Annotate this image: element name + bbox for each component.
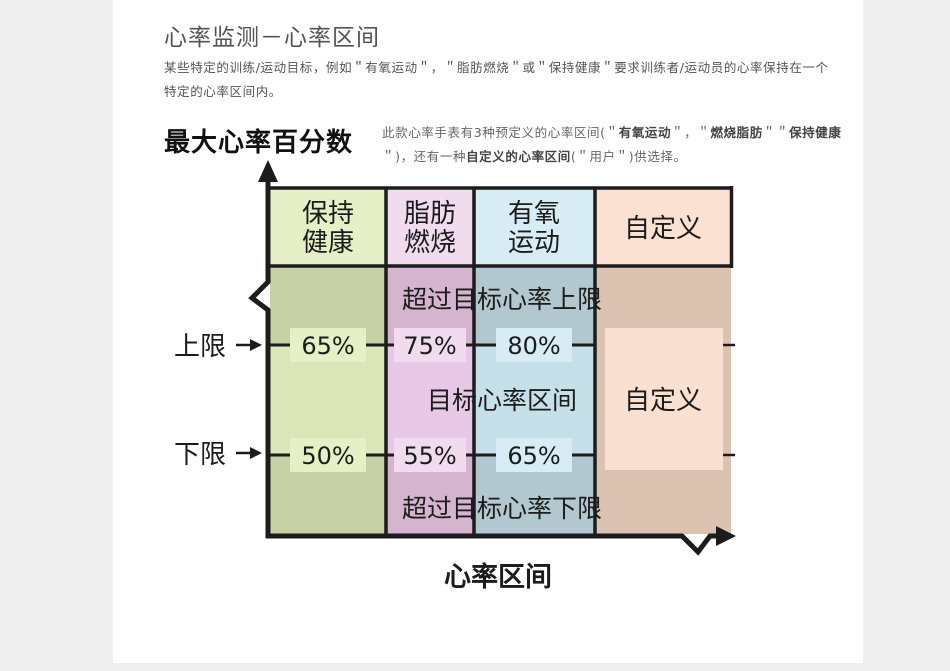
zone-band-custom — [605, 328, 723, 470]
upper-value-box — [290, 328, 366, 362]
y-axis-line — [248, 180, 271, 538]
y-axis-arrow-icon — [258, 160, 278, 182]
zone-header-fatburn-l1: 脂肪 — [404, 199, 456, 229]
lower-value-box — [394, 438, 466, 472]
zone-header-fitness-l2: 健康 — [302, 228, 354, 258]
lower-limit-label: 下限 — [174, 440, 226, 470]
zone-band-aerobic — [474, 345, 595, 455]
upper-limit-label: 上限 — [174, 332, 226, 362]
lower-value-box — [496, 438, 572, 472]
zone-header-aerobic — [474, 188, 595, 266]
lower-value-label: 65% — [507, 442, 560, 470]
upper-limit-arrow-icon — [250, 339, 262, 351]
lower-value-box — [290, 438, 366, 472]
note-text-3: ＂＂ — [762, 125, 790, 140]
upper-value-box — [496, 328, 572, 362]
page-description: 某些特定的训练/运动目标，例如＂有氧运动＂，＂脂肪燃烧＂或＂保持健康＂要求训练者… — [164, 60, 829, 99]
note-text-1: 此款心率手表有3种预定义的心率区间(＂ — [382, 125, 619, 140]
zone-header-aerobic-l2: 运动 — [508, 228, 560, 258]
target-zone-label: 目标心率区间 — [427, 386, 577, 415]
zone-note: 此款心率手表有3种预定义的心率区间(＂有氧运动＂，＂燃烧脂肪＂＂保持健康 ＂)，还… — [382, 121, 842, 169]
zone-header-custom-label: 自定义 — [624, 214, 702, 244]
zone-band-fatburn — [386, 345, 474, 455]
custom-zone-label: 自定义 — [624, 386, 702, 416]
note-text-2: ＂，＂ — [671, 125, 711, 140]
lower-limit-arrow-icon — [250, 447, 262, 459]
zone-header-fatburn — [386, 188, 474, 266]
zone-header-fitness — [270, 188, 386, 266]
note-text-5: (＂用户＂)供选择。 — [570, 149, 687, 164]
note-bold-aerobic: 有氧运动 — [618, 125, 672, 140]
zone-band-fitness — [270, 345, 386, 455]
lower-value-label: 55% — [403, 442, 456, 470]
zone-header-aerobic-l1: 有氧 — [508, 199, 560, 229]
note-bold-fatburn: 燃烧脂肪 — [710, 125, 763, 140]
upper-value-label: 80% — [507, 332, 560, 360]
y-axis-title: 最大心率百分数 — [164, 128, 354, 158]
x-axis-arrow-icon — [716, 526, 736, 546]
x-axis-line — [266, 533, 726, 556]
page-title: 心率监测－心率区间 — [164, 25, 380, 51]
note-text-4: ＂)，还有一种 — [382, 149, 467, 164]
note-bold-fitness: 保持健康 — [789, 125, 842, 140]
zone-header-fitness-l1: 保持 — [302, 199, 354, 229]
lower-value-label: 50% — [301, 442, 354, 470]
zone-header-fatburn-l2: 燃烧 — [404, 228, 456, 258]
upper-value-label: 75% — [403, 332, 456, 360]
zone-header-custom — [595, 188, 731, 266]
above-upper-limit-label: 超过目标心率上限 — [402, 285, 602, 314]
below-lower-limit-label: 超过目标心率下限 — [402, 494, 602, 523]
upper-value-box — [394, 328, 466, 362]
note-bold-custom: 自定义的心率区间 — [466, 149, 571, 164]
x-axis-title: 心率区间 — [444, 561, 552, 593]
upper-value-label: 65% — [301, 332, 354, 360]
